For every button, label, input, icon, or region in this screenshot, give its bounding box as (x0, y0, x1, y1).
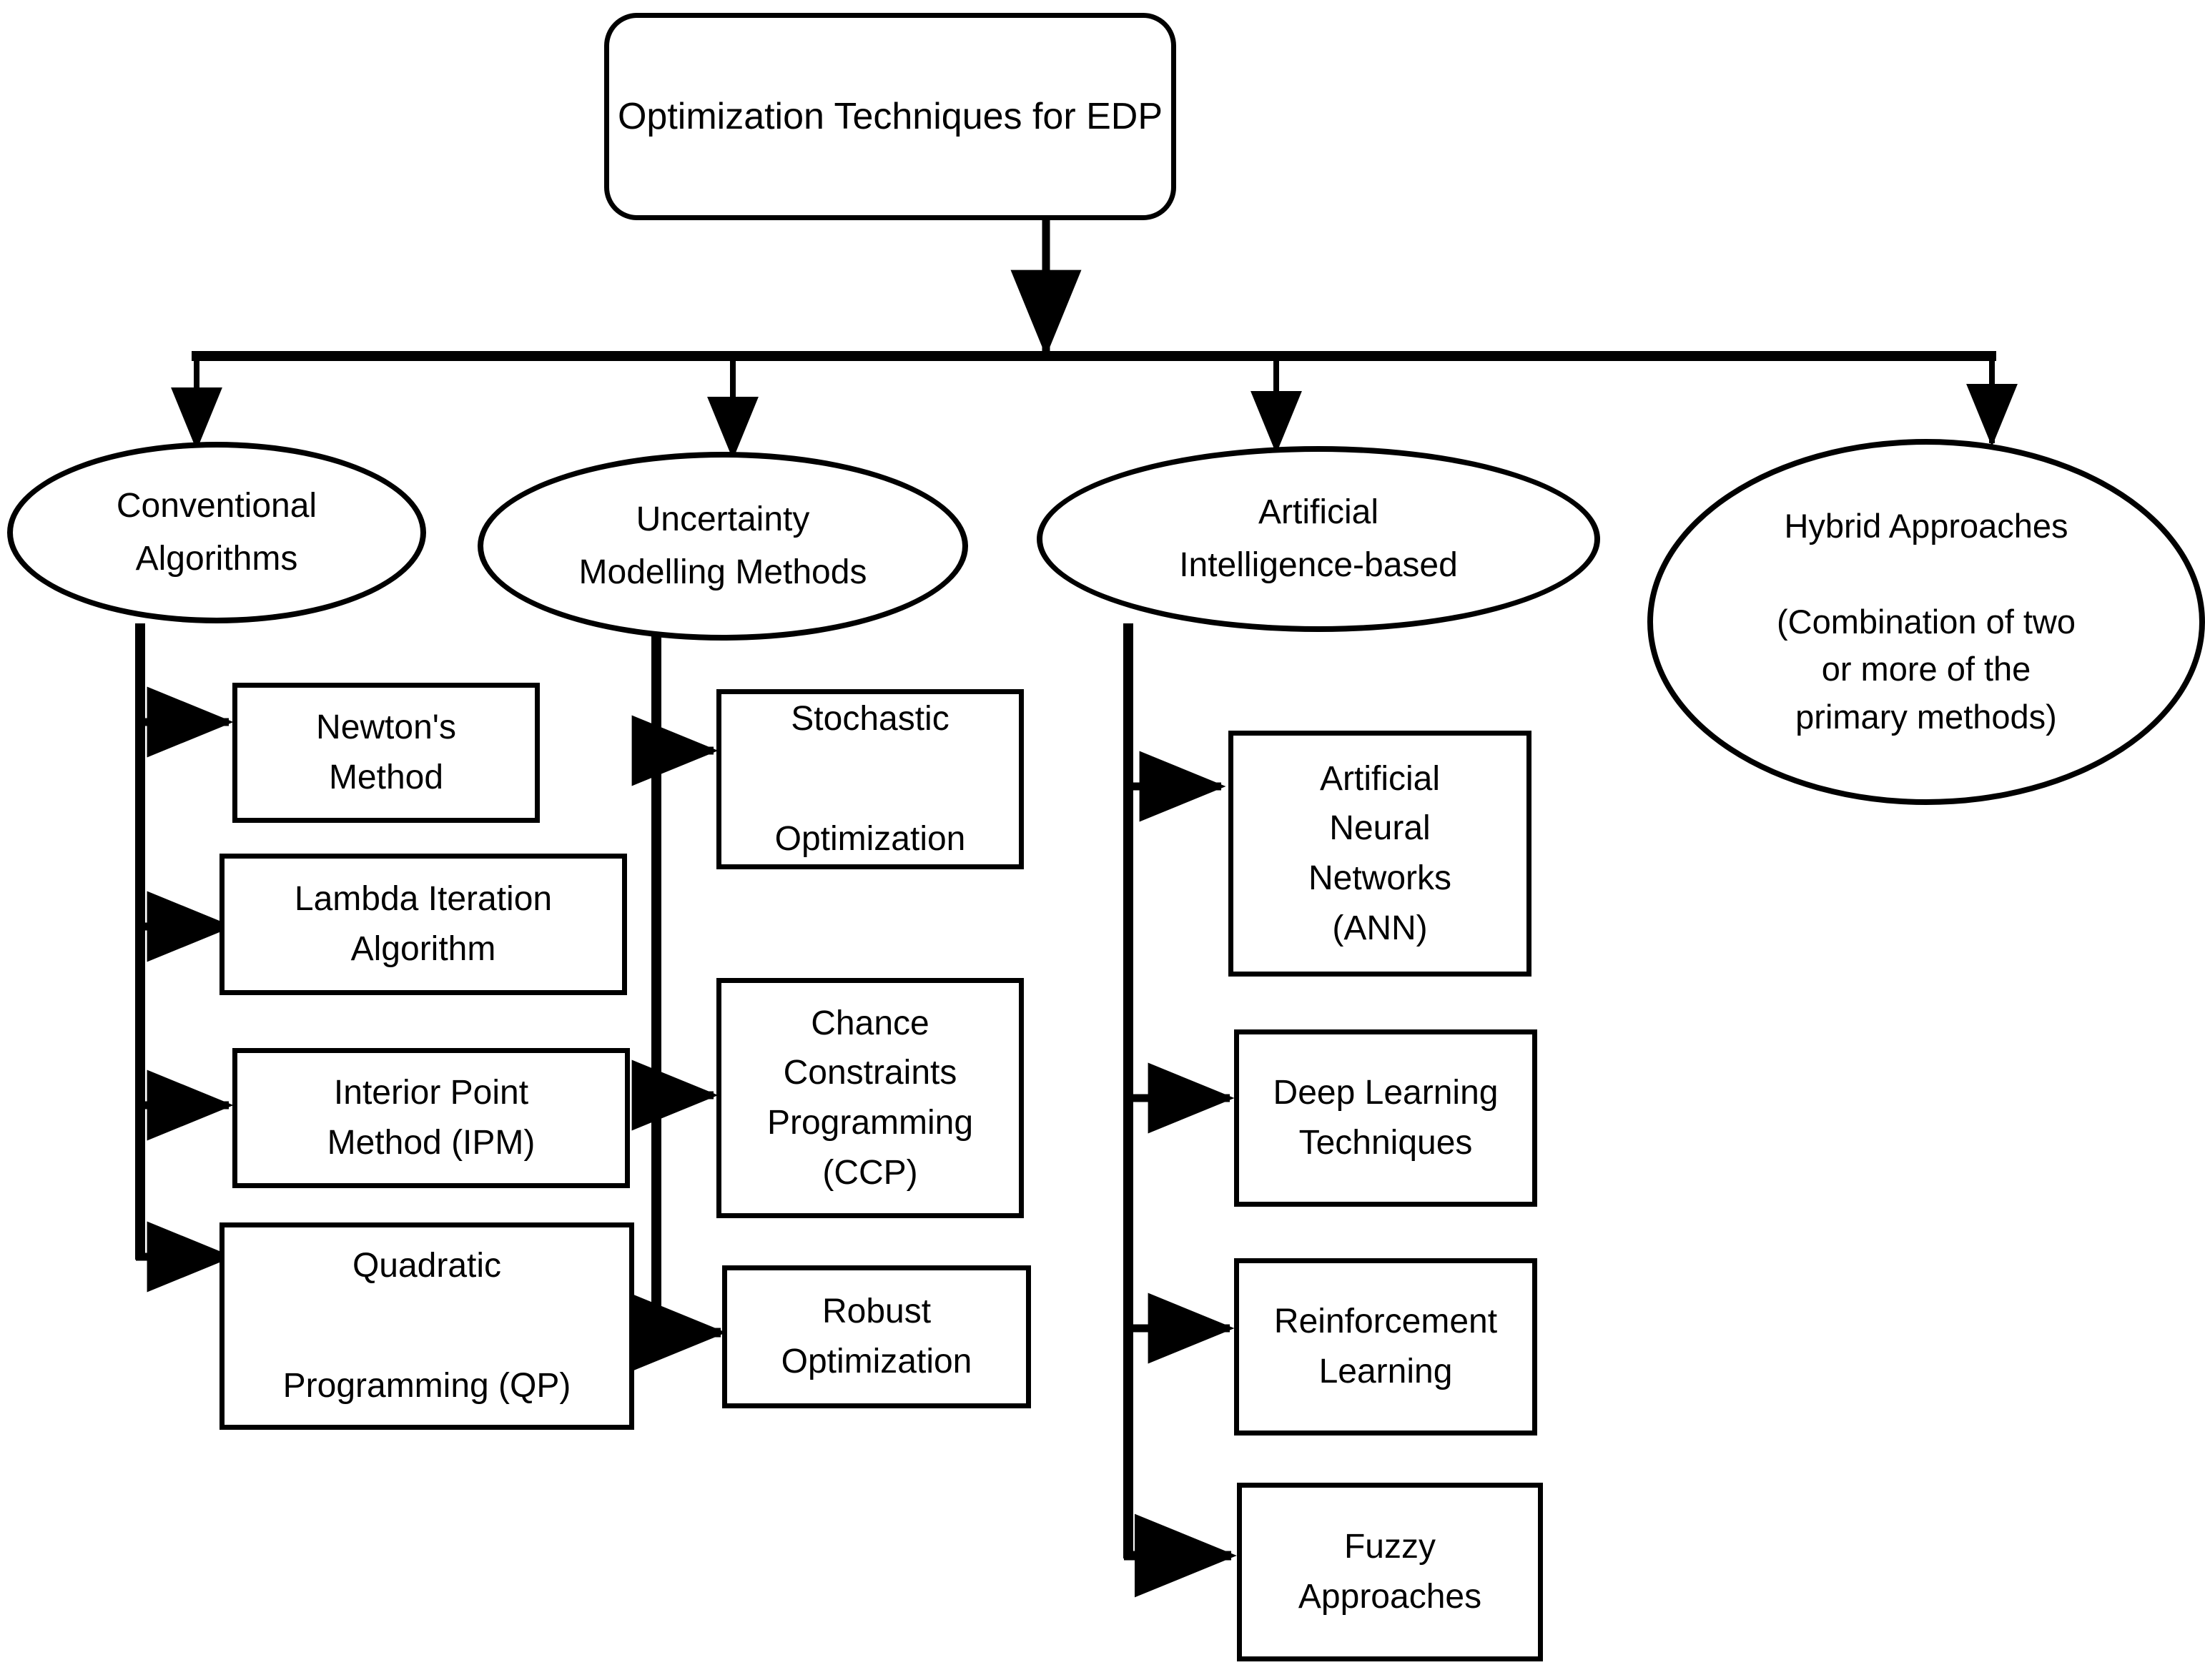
leaf-stochastic-optimization[interactable]: Stochastic Optimization (716, 689, 1024, 869)
leaf-reinforcement-learning[interactable]: Reinforcement Learning (1234, 1258, 1537, 1436)
leaf-label-stochastic-optimization: Stochastic Optimization (774, 700, 966, 858)
leaf-chance-constraints-programming[interactable]: Chance Constraints Programming (CCP) (716, 978, 1024, 1218)
leaf-robust-optimization[interactable]: Robust Optimization (722, 1265, 1031, 1408)
leaf-label-reinforcement-learning: Reinforcement Learning (1273, 1303, 1498, 1390)
leaf-label-quadratic-programming: Quadratic Programming (QP) (282, 1247, 571, 1405)
leaf-lambda-iteration-algorithm[interactable]: Lambda Iteration Algorithm (219, 854, 627, 995)
leaf-artificial-neural-networks[interactable]: Artificial Neural Networks (ANN) (1228, 731, 1531, 977)
category-node-uncertainty[interactable]: Uncertainty Modelling Methods (478, 452, 968, 641)
leaf-label-fuzzy-approaches: Fuzzy Approaches (1298, 1528, 1482, 1616)
leaf-deep-learning-techniques[interactable]: Deep Learning Techniques (1234, 1029, 1537, 1207)
leaf-label-interior-point-method: Interior Point Method (IPM) (327, 1074, 536, 1162)
leaf-interior-point-method[interactable]: Interior Point Method (IPM) (232, 1048, 630, 1188)
leaf-label-lambda-iteration-algorithm: Lambda Iteration Algorithm (294, 880, 553, 968)
category-label-uncertainty: Uncertainty Modelling Methods (578, 500, 867, 591)
leaf-quadratic-programming[interactable]: Quadratic Programming (QP) (219, 1222, 634, 1430)
leaf-fuzzy-approaches[interactable]: Fuzzy Approaches (1237, 1483, 1543, 1661)
category-label-hybrid: Hybrid Approaches (Combination of two or… (1777, 507, 2076, 736)
leaf-label-newtons-method: Newton's Method (316, 708, 456, 796)
leaf-label-deep-learning-techniques: Deep Learning Techniques (1273, 1074, 1499, 1162)
category-node-ai[interactable]: Artificial Intelligence-based (1037, 446, 1600, 632)
leaf-label-robust-optimization: Robust Optimization (781, 1293, 972, 1380)
leaf-label-chance-constraints-programming: Chance Constraints Programming (CCP) (766, 1004, 974, 1192)
category-label-ai: Artificial Intelligence-based (1179, 493, 1458, 584)
leaf-label-artificial-neural-networks: Artificial Neural Networks (ANN) (1308, 759, 1452, 947)
root-node-label: Optimization Techniques for EDP (617, 95, 1163, 137)
category-label-conventional: Conventional Algorithms (116, 486, 317, 578)
category-node-hybrid[interactable]: Hybrid Approaches (Combination of two or… (1647, 439, 2205, 805)
leaf-newtons-method[interactable]: Newton's Method (232, 683, 540, 823)
root-node[interactable]: Optimization Techniques for EDP (604, 13, 1176, 220)
category-node-conventional[interactable]: Conventional Algorithms (7, 442, 426, 623)
